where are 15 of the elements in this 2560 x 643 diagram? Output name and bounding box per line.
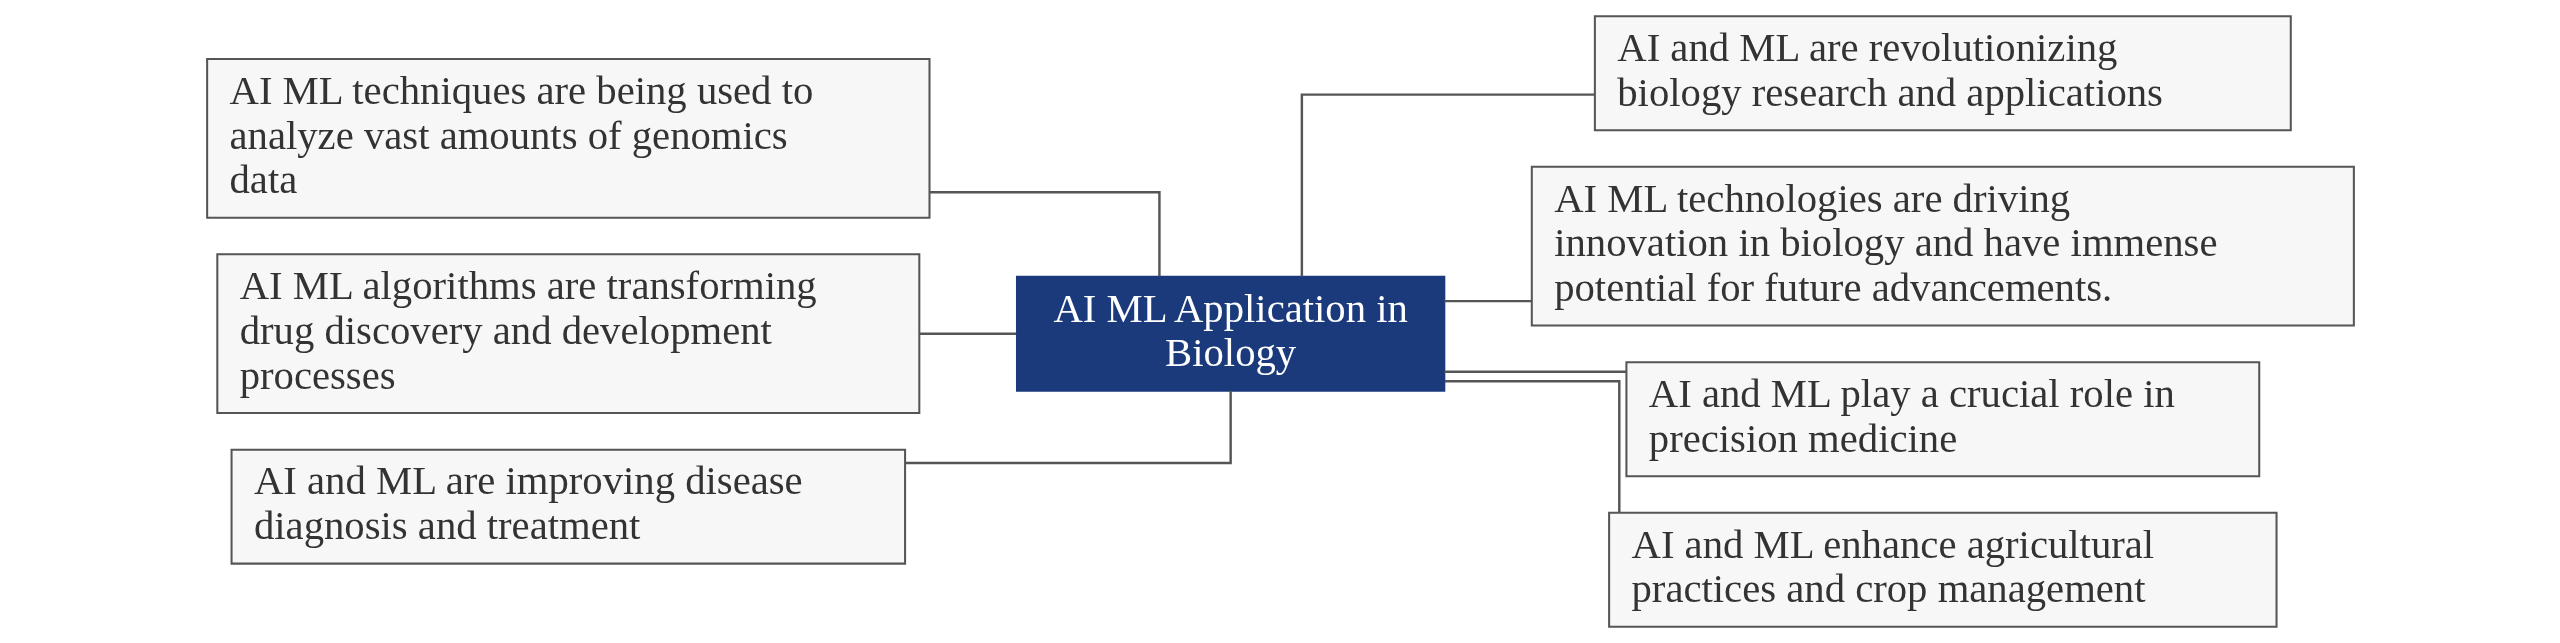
node-box: AI ML algorithms are transforming drug discovery and development processes xyxy=(215,253,920,415)
connector xyxy=(929,191,1161,277)
node-box: AI ML techniques are being used to analyze vast amounts of genomics data xyxy=(205,58,930,219)
node-box: AI ML technologies are driving innovation in biology and have immense potential for future advancements. xyxy=(1530,165,2355,327)
connector xyxy=(904,390,1232,465)
node-box: AI and ML are revolutionizing biology research and applications xyxy=(1593,15,2292,132)
node-box: AI and ML play a crucial role in precision medicine xyxy=(1624,361,2260,478)
node-box: AI and ML enhance agricultural practices and crop management xyxy=(1607,511,2278,628)
connector xyxy=(1444,379,1620,513)
connector xyxy=(1300,93,1594,277)
connector xyxy=(919,332,1016,335)
connector xyxy=(1443,299,1531,303)
connector xyxy=(1443,370,1626,373)
node-box: AI ML Application in Biology xyxy=(1015,275,1445,392)
node-box: AI and ML are improving disease diagnosis and treatment xyxy=(230,448,906,565)
